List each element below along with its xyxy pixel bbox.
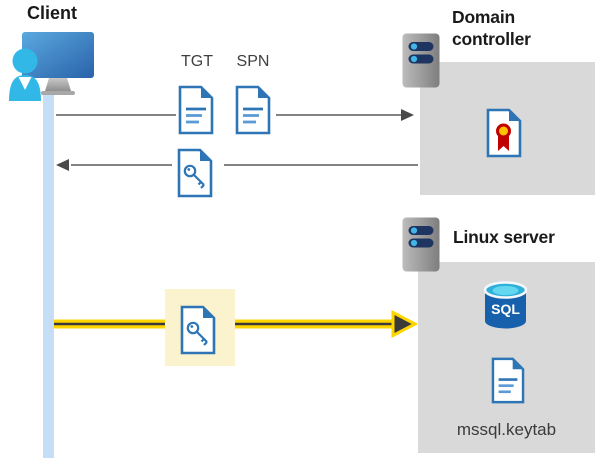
sql-icon-label: SQL: [491, 301, 520, 317]
spn-document-icon: [235, 85, 271, 135]
domain-controller-server-icon: [402, 33, 440, 88]
service-ticket-key-document-icon: [177, 148, 213, 198]
tgt-label: TGT: [181, 53, 213, 70]
keytab-document-icon: [491, 357, 525, 404]
client-computer-user-icon: [9, 32, 94, 101]
kerberos-ticket-key-document-icon: [180, 305, 216, 355]
sql-database-icon: SQL: [483, 281, 528, 329]
request-arrow: [56, 109, 414, 121]
spn-label: SPN: [236, 53, 270, 70]
certificate-icon: [486, 108, 522, 158]
client-label: Client: [27, 3, 78, 23]
linux-server-label: Linux server: [453, 227, 555, 247]
client-lifeline: [43, 92, 54, 458]
domain-controller-label: Domain controller: [452, 7, 531, 50]
linux-server-icon: [402, 217, 440, 272]
tgt-document-icon: [178, 85, 214, 135]
response-arrow: [56, 159, 418, 171]
keytab-file-label: mssql.keytab: [456, 420, 557, 439]
